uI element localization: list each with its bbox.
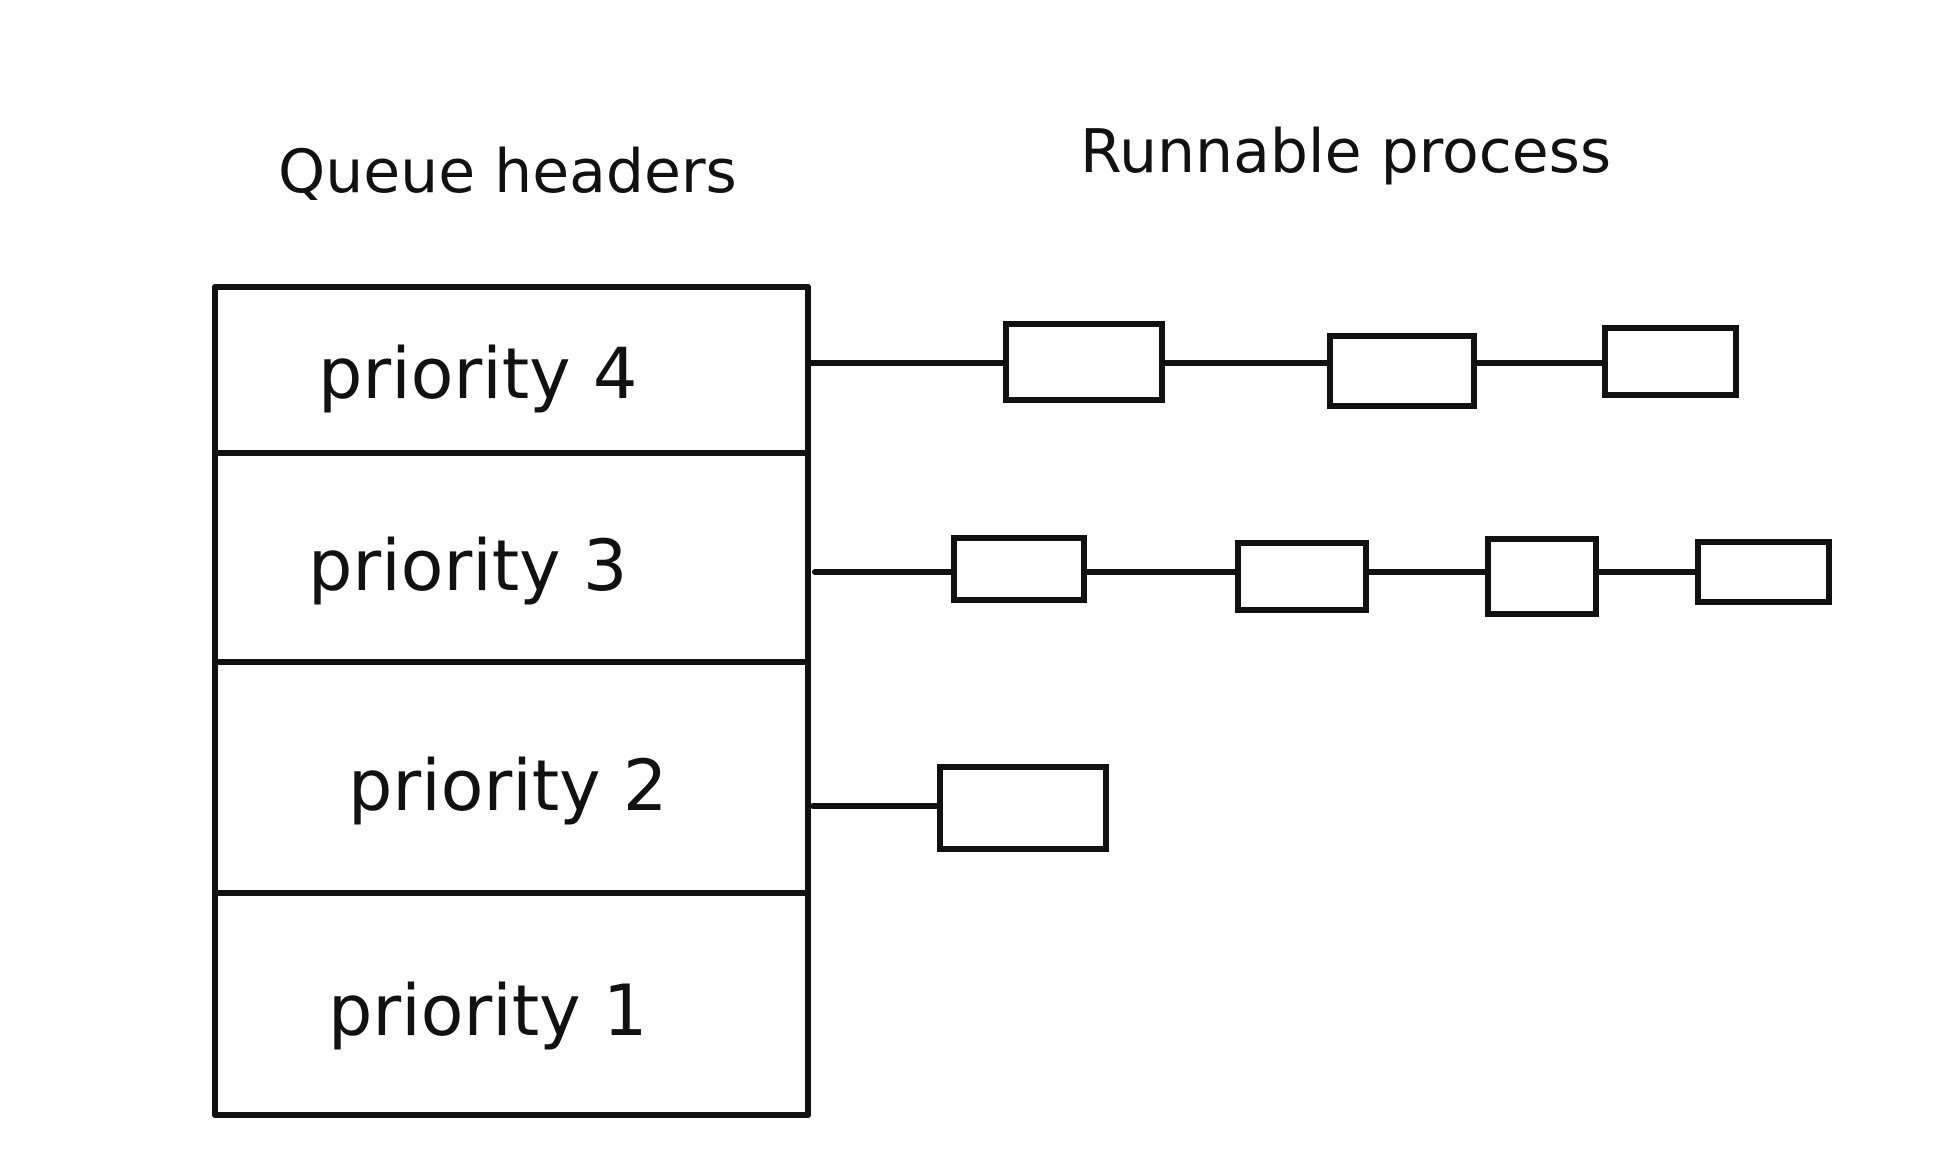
process-node — [1695, 539, 1832, 605]
process-node — [951, 535, 1087, 603]
process-node — [1003, 321, 1165, 403]
runnable-process-heading: Runnable process — [1080, 117, 1611, 187]
process-node — [1235, 540, 1369, 613]
queue-label-priority-3: priority 3 — [308, 525, 627, 607]
queue-header-table: priority 4 priority 3 priority 2 priorit… — [212, 284, 811, 1118]
process-chain-priority-2 — [810, 764, 1109, 852]
process-node — [1485, 536, 1599, 617]
queue-label-priority-4: priority 4 — [318, 333, 637, 415]
queue-label-priority-2: priority 2 — [348, 745, 667, 827]
queue-table-border — [212, 284, 811, 1118]
process-node — [1327, 333, 1477, 409]
process-chain-priority-4 — [807, 321, 1739, 409]
queue-headers-heading: Queue headers — [278, 137, 737, 207]
process-node — [1602, 325, 1739, 398]
process-node — [937, 764, 1109, 852]
queue-label-priority-1: priority 1 — [328, 970, 647, 1052]
process-chain-priority-3 — [812, 535, 1832, 617]
